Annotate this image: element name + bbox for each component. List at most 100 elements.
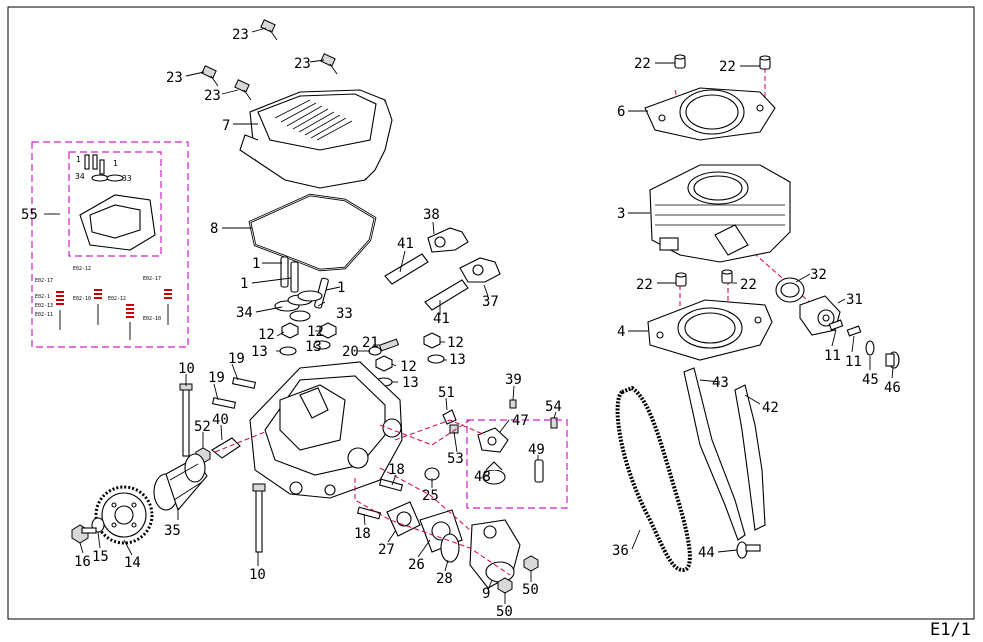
callout-16: 16 (74, 554, 91, 570)
cover-gasket (248, 193, 377, 272)
dowel-pin (211, 377, 257, 409)
valve-seal (274, 290, 323, 322)
callout-51: 51 (438, 385, 455, 401)
cylinder-dowel (674, 54, 771, 287)
timing-chain (615, 385, 692, 573)
callout-36: 36 (612, 543, 629, 559)
callout-41: 41 (433, 311, 450, 327)
callout-3: 3 (617, 206, 625, 222)
svg-text:1: 1 (76, 155, 81, 164)
callout-50: 50 (522, 582, 539, 598)
callout-22: 22 (636, 277, 653, 293)
guide-bolt (736, 541, 761, 559)
callout-19: 19 (208, 370, 225, 386)
svg-text:E02-17: E02-17 (143, 276, 161, 282)
svg-text:E02-12: E02-12 (108, 296, 126, 302)
callout-42: 42 (762, 400, 779, 416)
callout-18: 18 (388, 462, 405, 478)
callout-23: 23 (232, 27, 249, 43)
valve-guide (280, 256, 329, 309)
callout-55: 55 (21, 207, 38, 223)
svg-text:34: 34 (75, 172, 85, 181)
inset-box-sensor (466, 419, 568, 509)
callout-1: 1 (337, 280, 345, 296)
callout-47: 47 (512, 413, 529, 429)
callout-20: 20 (342, 344, 359, 360)
callout-14: 14 (124, 555, 141, 571)
cylinder-base-gasket (647, 299, 773, 361)
callout-4: 4 (617, 324, 625, 340)
cam-sprocket (94, 485, 154, 545)
intake-insulator (386, 501, 421, 537)
cylinder-head-gasket (644, 87, 776, 141)
rocker-arm-assembly (384, 227, 501, 311)
camshaft (153, 453, 208, 512)
svg-text:E02-12: E02-12 (73, 266, 91, 272)
callout-labels: 23 23 23 23 7 8 55 1 1 1 34 33 38 41 41 … (21, 27, 901, 620)
page-reference: E1/1 (930, 620, 971, 640)
callout-49: 49 (528, 442, 545, 458)
callout-13: 13 (305, 339, 322, 355)
diagram-frame (7, 6, 975, 620)
callout-39: 39 (505, 372, 522, 388)
callout-11: 11 (824, 348, 841, 364)
svg-text:E02-10: E02-10 (143, 316, 161, 322)
svg-text:33: 33 (122, 174, 132, 183)
svg-text:E02-13: E02-13 (35, 303, 53, 309)
svg-text:E02-11: E02-11 (35, 312, 53, 318)
callout-25: 25 (422, 488, 439, 504)
chain-guide (683, 367, 746, 541)
callout-26: 26 (408, 557, 425, 573)
tensioner-bolt (828, 319, 862, 337)
callout-23: 23 (204, 88, 221, 104)
inset-code-labels: E02-17 E02-1 E02-13 E02-11 E02-12 E02-10… (35, 155, 161, 322)
callout-32: 32 (810, 267, 827, 283)
callout-13: 13 (402, 375, 419, 391)
callout-22: 22 (740, 277, 757, 293)
callout-8: 8 (210, 221, 218, 237)
callout-44: 44 (698, 545, 715, 561)
callout-7: 7 (222, 118, 230, 134)
callout-18: 18 (354, 526, 371, 542)
temp-sensor-group (442, 399, 558, 485)
callout-9: 9 (482, 586, 490, 602)
intake-nut (497, 577, 513, 594)
callout-41: 41 (397, 236, 414, 252)
cover-bolt (201, 19, 338, 101)
callout-15: 15 (92, 549, 109, 565)
callout-13: 13 (251, 344, 268, 360)
cylinder-block (649, 164, 791, 263)
intake-pipe (419, 509, 463, 563)
callout-22: 22 (719, 59, 736, 75)
svg-text:E02-10: E02-10 (73, 296, 91, 302)
callout-1: 1 (252, 256, 260, 272)
callout-22: 22 (634, 56, 651, 72)
callout-28: 28 (436, 571, 453, 587)
svg-text:E02-17: E02-17 (35, 278, 53, 284)
intake-nut (523, 555, 539, 572)
intake-dowel (356, 478, 404, 520)
callout-12: 12 (400, 359, 417, 375)
callout-1: 1 (240, 276, 248, 292)
head-stud (179, 383, 266, 553)
callout-19: 19 (228, 351, 245, 367)
inset-box-head (68, 151, 162, 257)
tensioner-cap (885, 351, 900, 369)
callout-46: 46 (884, 380, 901, 396)
callout-52: 52 (194, 419, 211, 435)
callout-48: 48 (474, 469, 491, 485)
callout-33: 33 (336, 306, 353, 322)
callout-45: 45 (862, 372, 879, 388)
tensioner-washer (865, 340, 875, 356)
inset-valve-stack (56, 289, 172, 340)
callout-35: 35 (164, 523, 181, 539)
leader-lines (44, 27, 894, 604)
callout-27: 27 (378, 542, 395, 558)
callout-23: 23 (166, 70, 183, 86)
callout-10: 10 (249, 567, 266, 583)
callout-11: 11 (845, 354, 862, 370)
callout-12: 12 (447, 335, 464, 351)
svg-text:1: 1 (113, 159, 118, 168)
callout-37: 37 (482, 294, 499, 310)
